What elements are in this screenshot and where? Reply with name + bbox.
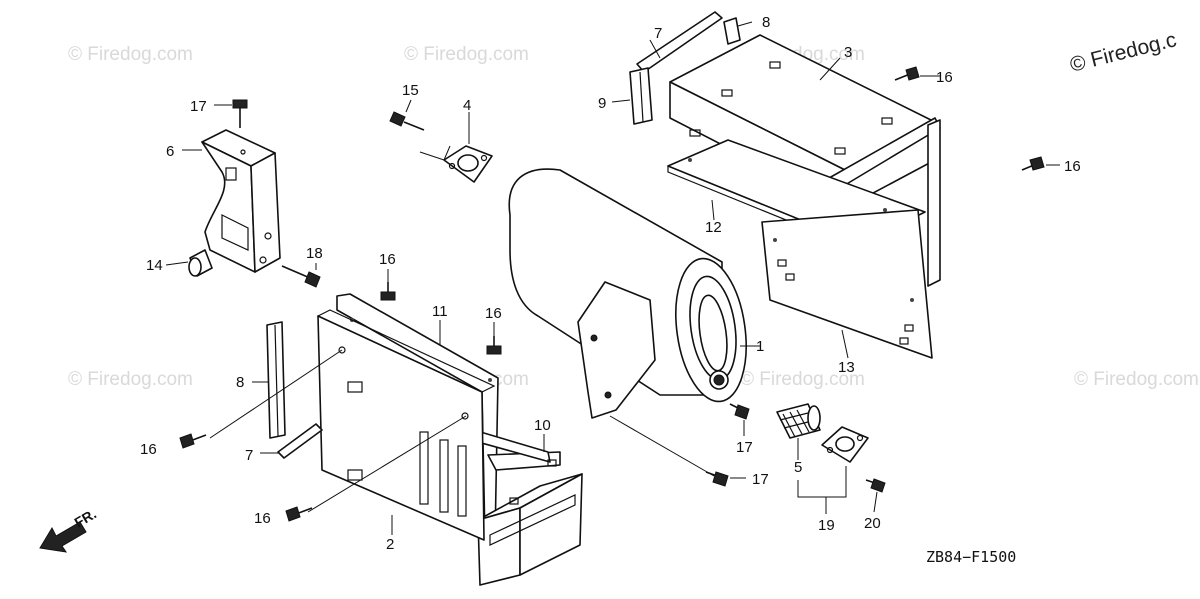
callout-4: 4 (463, 97, 471, 114)
part-9-seal (629, 67, 653, 125)
leader-lines (165, 21, 1060, 535)
corner-watermark: © Firedog.c (1068, 28, 1179, 77)
callout-16: 16 (140, 441, 157, 458)
callout-2: 2 (386, 536, 394, 553)
callout-17: 17 (752, 471, 769, 488)
front-arrow-icon (39, 521, 87, 553)
callout-16: 16 (379, 251, 396, 268)
bolt-17-b (729, 403, 750, 420)
callout-8-upper: 8 (762, 14, 770, 31)
callout-8-lower: 8 (236, 374, 244, 391)
callout-labels: 1 2 3 4 5 6 7 7 8 8 9 10 11 12 13 14 15 … (140, 14, 1081, 553)
bolt-16-a (380, 282, 396, 301)
watermark: © Firedog.com (68, 369, 193, 390)
callout-15: 15 (402, 82, 419, 99)
callout-10: 10 (534, 417, 551, 434)
callout-17: 17 (190, 98, 207, 115)
part-19-gasket (821, 426, 869, 463)
bolt-16-f (1021, 156, 1045, 171)
callout-7-upper: 7 (654, 25, 662, 42)
callout-20: 20 (864, 515, 881, 532)
watermark: © Firedog.com (1074, 369, 1199, 390)
callout-13: 13 (838, 359, 855, 376)
callout-3: 3 (844, 44, 852, 61)
callout-11: 11 (432, 303, 448, 320)
callout-6: 6 (166, 143, 174, 160)
callout-16: 16 (485, 305, 502, 322)
part-8-upper-seal (723, 17, 741, 45)
callout-5: 5 (794, 459, 802, 476)
bolt-17-top-left (232, 99, 248, 128)
callout-9: 9 (598, 95, 606, 112)
callout-19: 19 (818, 517, 835, 534)
callout-1: 1 (756, 338, 764, 355)
part-7-lower-seal (277, 423, 323, 459)
bolt-18 (281, 265, 321, 288)
front-arrow: FR. (39, 505, 99, 553)
part-5-spark-arrester (776, 403, 821, 439)
watermark: © Firedog.com (740, 369, 865, 390)
bolt-17-c (705, 471, 729, 487)
bolt-16-c (179, 433, 207, 449)
part-6-bracket (201, 129, 281, 273)
callout-18: 18 (306, 245, 323, 262)
bolt-16-e (894, 66, 920, 81)
part-2-main-panel (316, 309, 496, 541)
bolt-15 (389, 111, 425, 131)
part-1-muffler (508, 168, 747, 419)
watermark: © Firedog.com (404, 44, 529, 65)
part-13-side-panel (761, 209, 933, 359)
bolt-16-b (486, 336, 502, 355)
part-14-bushing (188, 249, 213, 277)
callout-12: 12 (705, 219, 722, 236)
callout-16: 16 (1064, 158, 1081, 175)
callout-14: 14 (146, 257, 163, 274)
part-8-lower-seal (266, 321, 286, 439)
part-4-gasket (443, 145, 493, 183)
callout-17: 17 (736, 439, 753, 456)
diagram-code: ZB84−F1500 (926, 548, 1016, 566)
callout-16: 16 (936, 69, 953, 86)
bolt-16-d (285, 506, 313, 522)
callout-16: 16 (254, 510, 271, 527)
bolt-20 (865, 478, 886, 493)
callout-7-lower: 7 (245, 447, 253, 464)
watermark: © Firedog.com (68, 44, 193, 65)
